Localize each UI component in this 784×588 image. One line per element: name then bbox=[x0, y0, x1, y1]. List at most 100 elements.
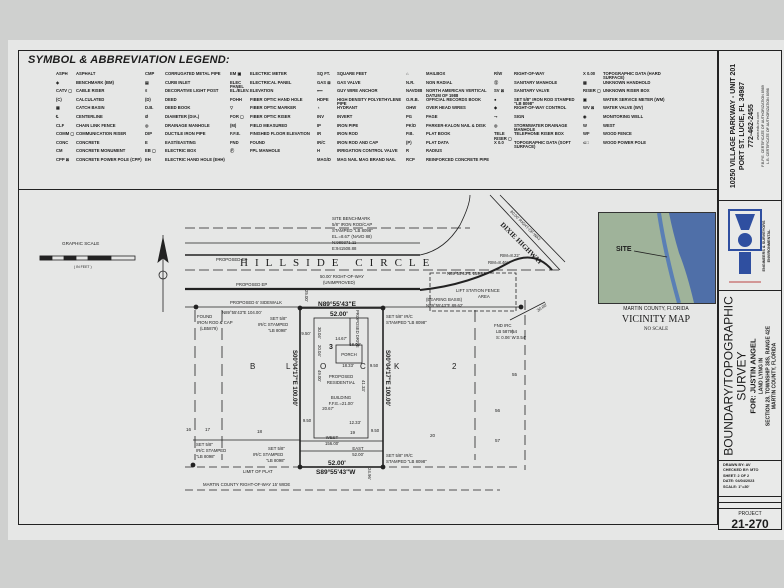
legend-symbol: ⊂□ bbox=[583, 139, 590, 145]
project-number: 21-270 bbox=[731, 517, 769, 531]
legend-description: DEED bbox=[165, 96, 177, 102]
legend-item: ℄CENTERLINE bbox=[56, 114, 144, 124]
legend-symbol: PG bbox=[406, 113, 413, 119]
set-monument: SET 5/8" IR/C bbox=[386, 453, 413, 458]
legend-symbol: ◉ bbox=[583, 113, 587, 119]
legend-description: EAST/EASTING bbox=[165, 139, 196, 145]
firm-name: ENVIRONMENTAL bbox=[767, 229, 771, 263]
lot-number: 57 bbox=[495, 438, 501, 443]
legend-symbol: (M) bbox=[230, 122, 237, 128]
legend-description: IRRIGATION CONTROL VALVE bbox=[337, 148, 398, 154]
legend-symbol: R bbox=[406, 148, 410, 154]
benchmark-note: E:941508.88 bbox=[332, 246, 357, 251]
legend-item: CATV ▢CABLE RISER bbox=[56, 88, 144, 98]
dimension: 9.50 bbox=[303, 418, 312, 423]
found-monument: FND IRC bbox=[494, 323, 511, 328]
legend-description: FIBER OPTIC HAND HOLE bbox=[250, 96, 303, 102]
sidewalk-label: PROPOSED 6' SIDEWALK bbox=[230, 300, 282, 305]
legend-symbol: IR bbox=[317, 131, 322, 137]
legend-symbol: DIP bbox=[145, 131, 152, 137]
legend-symbol: Ø bbox=[145, 113, 149, 119]
legend-item: ♁HYDRANT bbox=[317, 105, 405, 115]
found-monument: IRON ROD & CAP bbox=[197, 320, 233, 325]
legend-item: (C)CALCULATED bbox=[56, 97, 144, 107]
legend-symbol: N.R. bbox=[406, 79, 415, 85]
legend-description: DECORATIVE LIGHT POST bbox=[165, 88, 219, 94]
legend-symbol: FOHH bbox=[230, 96, 242, 102]
building-label: F.F.E.=21.00' bbox=[329, 401, 354, 406]
legend-symbol: CPP ⊠ bbox=[56, 156, 70, 162]
legend-symbol: IR/C bbox=[317, 139, 326, 145]
legend-item: D.B.DEED BOOK bbox=[145, 105, 233, 115]
legend-symbol: WF bbox=[583, 131, 590, 137]
legend-item: TELE RISER ▢TELEPHONE RISER BOX bbox=[494, 131, 582, 141]
legend-symbol: ▩ bbox=[583, 79, 587, 85]
legend-symbol: ◈ bbox=[56, 79, 60, 85]
legend-symbol: X 0.0 bbox=[494, 139, 504, 145]
sheet-number: SHEET: 2 OF 2 bbox=[723, 473, 750, 478]
fence-label: 156.00' bbox=[325, 441, 339, 446]
legend-description: UNKNOWN RISER BOX bbox=[603, 88, 650, 94]
north-distance: 52.00' bbox=[330, 311, 348, 318]
legend-description: SANITARY MANHOLE bbox=[514, 79, 558, 85]
proposed-ep-label: PROPOSED EP bbox=[216, 257, 247, 262]
legend-symbol: (P) bbox=[406, 139, 412, 145]
legend-description: UNKNOWN HANDHOLD bbox=[603, 79, 651, 85]
set-monument: "LB 8098" bbox=[196, 454, 216, 459]
legend-description: COMMUNICATION RISER bbox=[76, 131, 127, 137]
legend-item: ¤DECORATIVE LIGHT POST bbox=[145, 88, 233, 98]
legend-description: HIGH DENSITY POLYETHYLENE PIPE bbox=[337, 96, 402, 107]
set-monument: STAMPED "LB 8098" bbox=[386, 459, 427, 464]
legend-description: FINISHED FLOOR ELEVATION bbox=[250, 131, 310, 137]
legend-item: SQ FT.SQUARE FEET bbox=[317, 71, 405, 81]
legend-description: DRAINAGE MANHOLE bbox=[165, 122, 210, 128]
legend-description: WOOD FENCE bbox=[603, 131, 632, 137]
legend-item: FOHH FIBER OPTIC HAND HOLE bbox=[230, 96, 318, 107]
dimension: 24.96' bbox=[367, 468, 372, 480]
legend-description: SQUARE FEET bbox=[337, 71, 367, 76]
legend-description: MAILBOX bbox=[426, 71, 446, 76]
legend-item: WF WOOD FENCE bbox=[583, 131, 671, 141]
legend-description: WOOD POWER POLE bbox=[603, 139, 647, 145]
legend-symbol: ▽ bbox=[230, 105, 234, 111]
legend-symbol: CATV ▢ bbox=[56, 88, 73, 94]
legend-item: GAS ⊠GAS VALVE bbox=[317, 80, 405, 90]
firm-address: 10250 VILLAGE PARKWAY - UNIT 201 PORT ST… bbox=[719, 51, 781, 201]
lot-number: 18 bbox=[257, 429, 263, 434]
legend-symbol: ▦ bbox=[56, 105, 60, 111]
legend-symbol: E bbox=[145, 139, 148, 145]
legend-description: CONCRETE bbox=[76, 139, 100, 145]
legend-description: SIGN bbox=[514, 113, 525, 119]
legend-symbol: (D) bbox=[145, 96, 151, 102]
county-row-label: MARTIN COUNTY RIGHT-OF-WAY 15' WIDE bbox=[203, 482, 290, 487]
benchmark-note: SITE BENCHMARK bbox=[332, 216, 370, 221]
legend-symbol: COMM ▢ bbox=[56, 131, 75, 137]
limit-of-plat: LIMIT OF PLAT bbox=[243, 469, 273, 474]
client: FOR: JUSTIN ANGEL bbox=[748, 337, 758, 414]
legend-symbol: Ⓕ bbox=[230, 148, 235, 154]
legend-symbol: PK/D bbox=[406, 122, 417, 128]
scale-unit: ( IN FEET ) bbox=[74, 265, 92, 269]
legend-item: EM ▣ELECTRIC METER bbox=[230, 71, 318, 81]
firm-logo-mark bbox=[728, 209, 762, 283]
lot-number: 19 bbox=[350, 430, 356, 435]
legend-description: TELEPHONE RISER BOX bbox=[514, 131, 564, 137]
legend-symbol: CMP bbox=[145, 71, 155, 76]
legend-symbol: ◎ bbox=[494, 122, 498, 128]
legend-description: MONITORING WELL bbox=[603, 113, 644, 119]
lot-number: 55 bbox=[512, 372, 518, 377]
phone: 772-462-2455 bbox=[748, 103, 755, 148]
lift-station-label: AREA bbox=[478, 294, 490, 299]
checked-by: CHECKED BY: MTO bbox=[723, 468, 759, 473]
fence-label: 52.00' bbox=[352, 452, 364, 457]
legend-item: F.F.E.FINISHED FLOOR ELEVATION bbox=[230, 131, 318, 141]
legend-symbol: ♁ bbox=[317, 105, 321, 111]
south-distance: 52.00' bbox=[328, 460, 346, 467]
